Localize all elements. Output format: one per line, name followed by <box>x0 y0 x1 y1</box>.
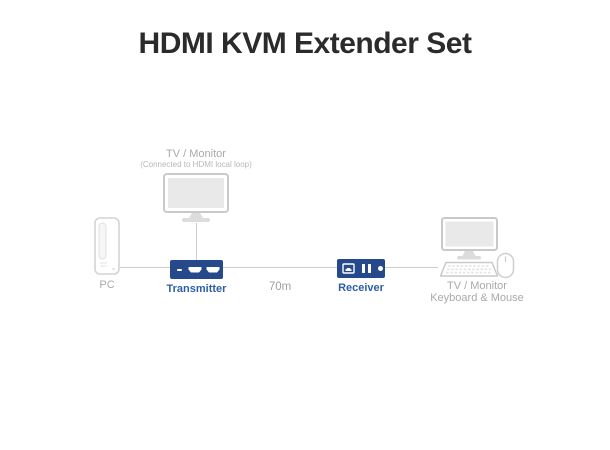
cable-monitor-to-transmitter <box>196 223 197 260</box>
remote-setup-label-line2: Keyboard & Mouse <box>430 292 524 304</box>
cable-receiver-to-console <box>385 267 438 268</box>
transmitter-power-dash-icon <box>177 268 182 271</box>
keyboard-icon <box>439 261 499 278</box>
power-led-icon <box>378 266 383 271</box>
lan-port-icon <box>342 263 355 274</box>
pc-label: PC <box>99 279 115 291</box>
page-title: HDMI KVM Extender Set <box>138 27 472 60</box>
local-monitor-label: TV / Monitor <box>166 148 226 160</box>
mouse-icon <box>496 252 515 279</box>
usb-port-icon <box>368 264 371 273</box>
cable-distance-label: 70m <box>268 281 292 293</box>
hdmi-port-icon <box>206 266 220 273</box>
remote-setup-label-line1: TV / Monitor <box>447 280 507 292</box>
usb-port-icon <box>362 264 365 273</box>
cable-pc-to-transmitter <box>120 267 170 268</box>
transmitter-label: Transmitter <box>166 283 227 295</box>
cable-transmitter-to-receiver <box>223 267 337 268</box>
receiver-device <box>337 259 385 278</box>
receiver-label: Receiver <box>338 282 384 294</box>
hdmi-port-icon <box>188 266 202 273</box>
local-monitor-icon <box>163 173 229 223</box>
pc-tower-icon <box>94 217 120 275</box>
local-monitor-sublabel: (Connected to HDMI local loop) <box>140 160 252 169</box>
remote-monitor-icon <box>441 217 498 261</box>
transmitter-device <box>170 260 223 279</box>
